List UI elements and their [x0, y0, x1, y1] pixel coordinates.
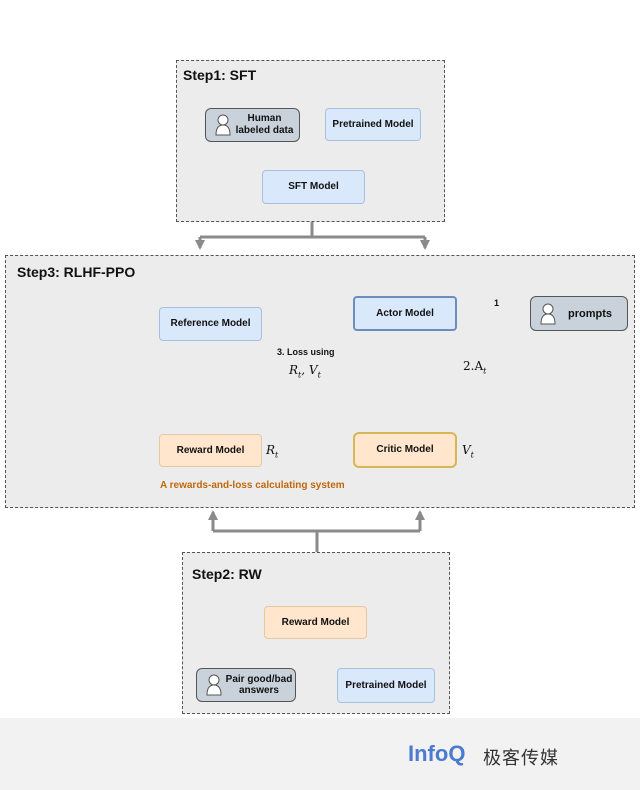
r-t-label: Rt: [266, 443, 279, 460]
reward-model-node-step2: Reward Model: [264, 606, 367, 639]
reference-model-label: Reference Model: [170, 318, 251, 329]
critic-model-node: Critic Model: [353, 432, 457, 468]
infoq-logo-cn: 极客传媒: [483, 748, 559, 768]
step1-to-step3-arrows: [195, 222, 430, 250]
reference-model-node: Reference Model: [159, 307, 262, 341]
reward-model-node-step3: Reward Model: [159, 434, 262, 467]
step2-to-step3-arrows: [208, 510, 425, 552]
step2-title: Step2: RW: [192, 566, 262, 582]
loss-using-label: 3. Loss using: [277, 347, 335, 357]
v-t-label: Vt: [462, 443, 474, 460]
step1-title: Step1: SFT: [183, 67, 257, 83]
prompts-node: prompts: [530, 296, 628, 331]
reward-model-label: Reward Model: [281, 616, 350, 628]
person-icon: [540, 303, 556, 324]
reward-model-label: Reward Model: [176, 444, 245, 456]
infoq-logo: InfoQ: [408, 741, 466, 766]
loss-vars-label: Rt, Vt: [289, 363, 321, 380]
pair-answers-node: Pair good/bad answers: [196, 668, 296, 702]
pretrained-model-node-step1: Pretrained Model: [325, 108, 421, 141]
human-labeled-data-node: Human labeled data: [205, 108, 300, 142]
arrow-label-1: 1: [494, 298, 500, 308]
pretrained-model-label: Pretrained Model: [332, 118, 414, 130]
critic-model-label: Critic Model: [376, 444, 434, 455]
footer-bar: [0, 718, 640, 790]
rewards-loss-system-label: A rewards-and-loss calculating system: [160, 480, 345, 491]
sft-model-label: SFT Model: [288, 181, 339, 192]
human-labeled-data-label: Human labeled data: [235, 113, 294, 136]
sft-model-node: SFT Model: [262, 170, 365, 204]
actor-model-label: Actor Model: [376, 307, 434, 319]
arrow-label-2-at: 2.At: [463, 359, 487, 376]
step3-title: Step3: RLHF-PPO: [17, 264, 136, 280]
pretrained-model-label: Pretrained Model: [345, 679, 427, 691]
actor-model-node: Actor Model: [353, 296, 457, 331]
person-icon: [206, 674, 222, 696]
step3-container: [5, 255, 635, 508]
pretrained-model-node-step2: Pretrained Model: [337, 668, 435, 703]
prompts-label: prompts: [568, 307, 612, 320]
pair-answers-label: Pair good/bad answers: [225, 674, 293, 696]
person-icon: [215, 114, 231, 136]
